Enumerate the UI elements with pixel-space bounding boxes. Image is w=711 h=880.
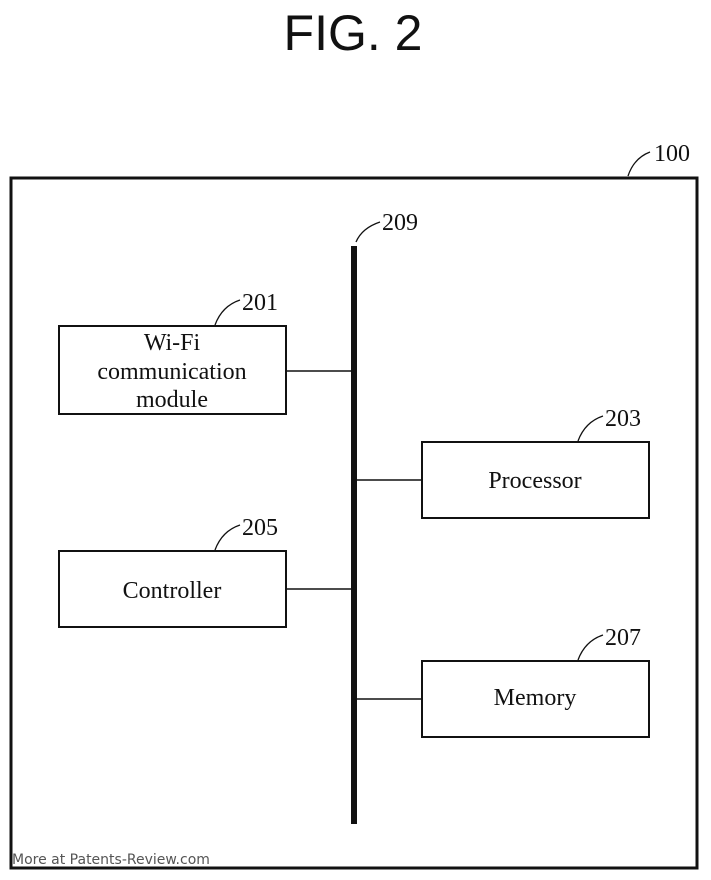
block-wifi-module: Wi-Fi communication module 201 — [58, 290, 354, 415]
controller-label: Controller — [123, 578, 222, 604]
figure-title: FIG. 2 — [284, 5, 423, 61]
device-ref-leader — [627, 151, 651, 177]
watermark-text: More at Patents-Review.com — [12, 852, 210, 868]
memory-ref-leader — [577, 634, 604, 661]
bus-ref-leader — [355, 221, 381, 243]
wifi-module-label-line3: module — [136, 387, 208, 413]
wifi-module-label-line2: communication — [97, 359, 246, 385]
controller-ref: 205 — [242, 515, 278, 541]
device-frame — [9, 176, 699, 870]
processor-ref-leader — [577, 415, 604, 442]
wifi-module-ref-leader — [214, 299, 241, 326]
device-ref: 100 — [654, 141, 690, 167]
processor-box — [421, 441, 650, 519]
bus-ref: 209 — [382, 210, 418, 236]
block-processor: Processor 203 — [354, 406, 650, 519]
controller-ref-leader — [214, 524, 241, 551]
memory-label: Memory — [494, 685, 577, 711]
memory-ref: 207 — [605, 625, 641, 651]
block-controller: Controller 205 — [58, 515, 354, 628]
block-memory: Memory 207 — [354, 625, 650, 738]
wifi-module-ref: 201 — [242, 290, 278, 316]
wifi-module-box — [58, 325, 287, 415]
processor-ref: 203 — [605, 406, 641, 432]
processor-label: Processor — [488, 468, 581, 494]
wifi-module-label-line1: Wi-Fi — [144, 330, 201, 356]
